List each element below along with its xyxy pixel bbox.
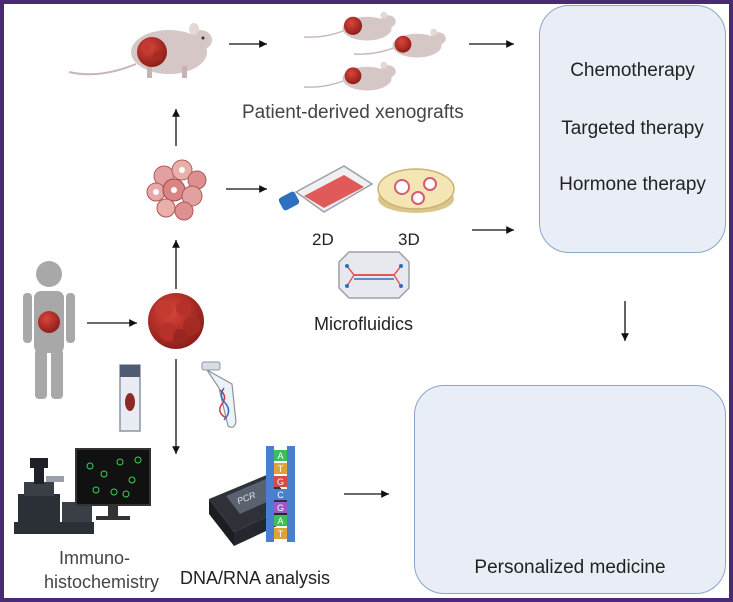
dna-base-pair [274, 489, 287, 500]
pdx-label: Patient-derived xenografts [242, 102, 464, 123]
monitor-icon [75, 448, 151, 520]
culture-dish-3d-icon [377, 168, 455, 213]
organoid-cluster-icon [146, 159, 207, 221]
pdx-mice-icon [303, 11, 446, 91]
dna-base-pair [274, 528, 287, 539]
dna-base-letter: T [278, 464, 284, 474]
personalized-medicine-box: Personalized medicine [414, 385, 726, 594]
immuno-label-line2: histochemistry [44, 572, 160, 592]
dna-base-pair [274, 476, 287, 487]
culture-3d-label: 3D [398, 230, 420, 249]
dna-rna-analysis-label: DNA/RNA analysis [180, 568, 331, 588]
dna-base-letter: G [277, 477, 284, 487]
sample-tube-icon [201, 361, 237, 428]
dna-base-pair [274, 515, 287, 526]
therapy-item: Chemotherapy [570, 60, 695, 81]
dna-base-pair [274, 502, 287, 513]
dna-base-letter: C [277, 490, 284, 500]
patient-with-tumor-icon [23, 261, 75, 399]
microscope-icon [14, 458, 94, 534]
arrows [87, 40, 629, 498]
dna-base-letter: A [277, 516, 283, 526]
dna-base-pair [274, 463, 287, 474]
therapy-item: Hormone therapy [559, 174, 706, 195]
microfluidic-chip-icon [338, 251, 410, 299]
therapy-options-box: Chemotherapy Targeted therapy Hormone th… [539, 5, 726, 253]
immuno-label-line1: Immuno- [59, 548, 131, 568]
therapy-item: Targeted therapy [561, 118, 704, 139]
personalized-medicine-label: Personalized medicine [474, 557, 666, 578]
mouse-with-tumor-icon [68, 23, 212, 78]
microfluidics-label: Microfluidics [314, 314, 414, 334]
tumor-icon [148, 293, 204, 349]
dna-base-pair [274, 450, 287, 461]
dna-base-letter: A [277, 451, 283, 461]
dna-base-letter: T [278, 529, 284, 539]
dna-base-letter: G [277, 503, 284, 513]
culture-2d-label: 2D [312, 230, 334, 249]
tissue-slide-icon [119, 364, 141, 432]
culture-flask-2d-icon [278, 165, 374, 213]
